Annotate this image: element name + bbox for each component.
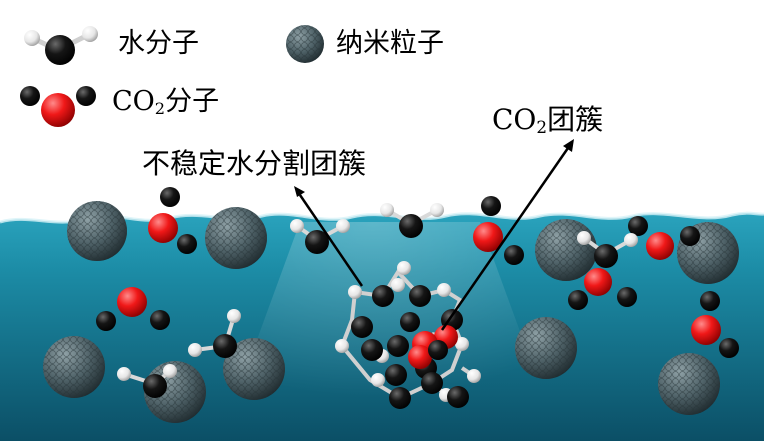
- nanoparticle: [515, 317, 577, 379]
- water-molecule: [577, 231, 638, 268]
- co2-cluster-prefix: CO: [492, 103, 537, 136]
- arrow-co2-cluster: [440, 139, 574, 331]
- co2-formula-suffix: 分子: [165, 86, 220, 117]
- co2-cluster-callout: CO2团簇: [492, 106, 603, 136]
- co2-molecule: [691, 291, 739, 358]
- legend-co2-icon: [20, 86, 96, 127]
- nanoparticle: [535, 219, 597, 281]
- legend-nanoparticle-label: 纳米粒子: [336, 28, 444, 59]
- water-molecule: [290, 219, 350, 254]
- arrow-unstable-water-cluster: [294, 186, 364, 287]
- unstable-water-cluster-callout: 不稳定水分割团簇: [142, 147, 367, 180]
- co2-molecule: [96, 287, 170, 331]
- co2-cluster: [408, 325, 458, 369]
- nanoparticle: [658, 353, 720, 415]
- cluster-water-oxygens: [351, 285, 469, 409]
- legend-water-label: 水分子: [118, 28, 199, 59]
- co2-molecule: [148, 187, 197, 254]
- co2-molecule: [628, 216, 700, 260]
- co2-formula-subscript: 2: [154, 99, 166, 119]
- legend-co2-label: CO2分子: [112, 88, 219, 117]
- legend-water-icon: [24, 26, 98, 65]
- co2-molecule: [473, 196, 524, 265]
- nanoparticle: [223, 338, 285, 400]
- water-molecule: [188, 309, 241, 358]
- water-molecule: [380, 203, 444, 238]
- co2-molecule: [568, 268, 637, 310]
- nanoparticle: [67, 201, 127, 261]
- light-rays: [220, 222, 560, 441]
- nanoparticle: [205, 207, 267, 269]
- nanoparticle: [43, 336, 105, 398]
- co2-cluster-subscript: 2: [536, 117, 548, 138]
- co2-cluster-suffix: 团簇: [547, 103, 604, 136]
- legend-nanoparticle-icon: [286, 25, 324, 63]
- co2-formula-prefix: CO: [112, 86, 155, 117]
- water-molecule: [117, 364, 177, 398]
